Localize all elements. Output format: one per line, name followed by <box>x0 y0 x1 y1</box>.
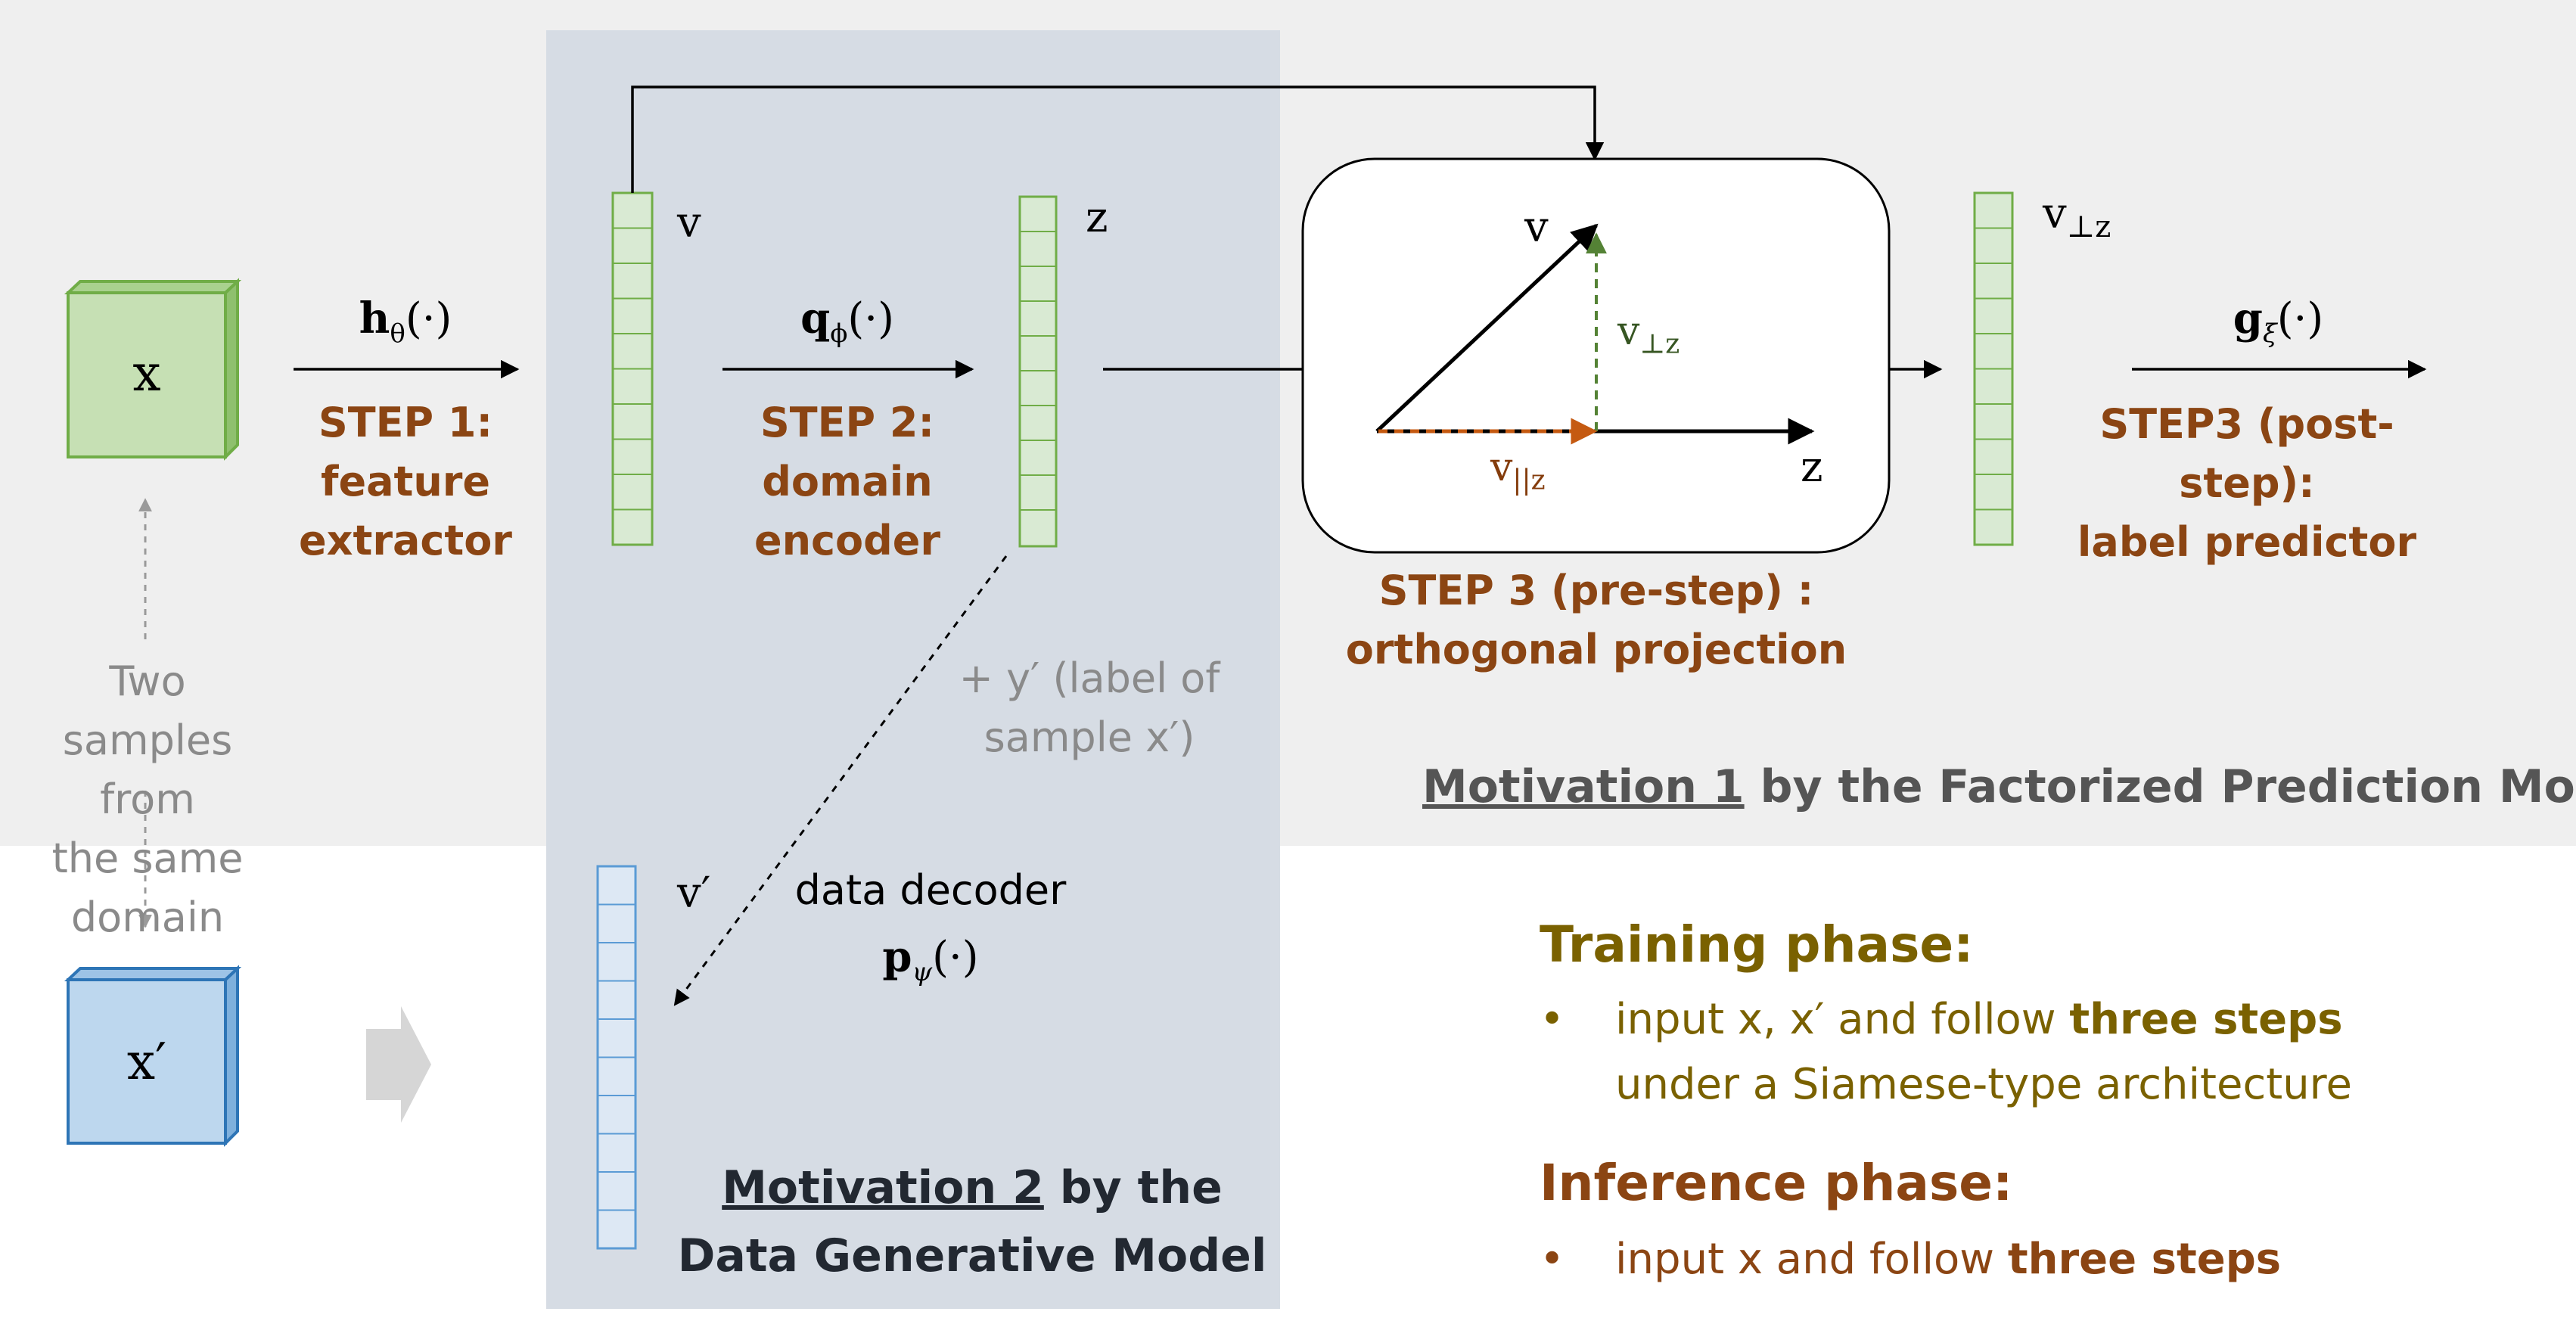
q-symbol: q <box>800 294 831 343</box>
x-input-label: x <box>132 344 161 402</box>
step1-label-line2: feature <box>320 458 491 505</box>
g-arg: (·) <box>2276 294 2324 343</box>
projection-perp-sub: ⊥z <box>1639 328 1680 360</box>
generative-model-panel <box>546 30 1280 1309</box>
top-region-background <box>0 0 2576 846</box>
v-perp-z-sub: ⊥z <box>2066 210 2111 245</box>
projection-parallel-sub: ||z <box>1512 465 1546 496</box>
y-prime-note: + y′ (label of sample x′) <box>938 649 1241 767</box>
training-phase-bullet: • input x, x′ and follow three steps unde… <box>1540 987 2553 1117</box>
inference-phase-bullet: • input x and follow three steps <box>1540 1227 2553 1292</box>
q-arg: (·) <box>847 294 894 343</box>
domain-encoder-function: qϕ(·) <box>722 294 972 349</box>
v-perp-z-v: v <box>2043 189 2067 238</box>
motivation2-underlined: Motivation 2 <box>722 1161 1044 1214</box>
projection-parallel-label: v||z <box>1490 445 1546 496</box>
step1-label-line1: STEP 1: <box>318 399 493 446</box>
step2-label-line1: STEP 2: <box>760 399 935 446</box>
feature-extractor-function: hθ(·) <box>294 294 517 349</box>
training-bullet-line1: • input x, x′ and follow three steps <box>1540 987 2553 1052</box>
training-line1-bold: three steps <box>2069 995 2343 1044</box>
step3-pre-label-line1: STEP 3 (pre-step) : <box>1378 567 1814 614</box>
training-phase-title: Training phase: <box>1540 915 1974 974</box>
training-line1-pre: input x, x′ and follow <box>1615 995 2070 1044</box>
y-prime-note-line1: + y′ (label of <box>959 654 1220 702</box>
step1-label-line3: extractor <box>299 517 512 564</box>
gray-block-arrow <box>366 1006 431 1123</box>
step3-post-label-line1: STEP3 (post-step): <box>2099 400 2394 507</box>
inference-line1-pre: input x and follow <box>1615 1235 2008 1284</box>
same-domain-note: Two samples from the same domain <box>23 652 272 947</box>
projection-v-arrow <box>1375 223 1599 433</box>
inference-line1-bold: three steps <box>2007 1235 2282 1284</box>
x-prime-input-label: x′ <box>126 1033 167 1091</box>
v-perp-z-vector-cells <box>1973 191 2014 546</box>
v-perp-z-vector-label: v⊥z <box>2043 189 2111 244</box>
same-domain-note-line2: the same domain <box>51 834 244 941</box>
z-vector-cells <box>1018 195 1058 548</box>
arrow-v-skip-to-projection <box>631 85 1605 193</box>
inference-bullet-dot: • <box>1540 1235 1565 1284</box>
phi-sub: ϕ <box>830 319 848 350</box>
v-vector-cells <box>611 191 654 546</box>
p-symbol: p <box>882 932 912 982</box>
g-symbol: g <box>2233 294 2263 343</box>
h-arg: (·) <box>405 294 452 343</box>
training-bullet-line2: under a Siamese-type architecture <box>1615 1060 2352 1109</box>
v-prime-vector-cells <box>596 865 637 1250</box>
projection-perp-label: v⊥z <box>1617 309 1680 359</box>
same-domain-note-line1: Two samples from <box>62 657 233 823</box>
xi-sub: ξ <box>2262 319 2277 350</box>
projection-box <box>1301 157 1891 554</box>
step3-post-label: STEP3 (post-step): label predictor <box>2035 395 2459 572</box>
motivation1-caption: Motivation 1 by the Factorized Predictio… <box>1422 760 2576 813</box>
projection-z-label: z <box>1801 443 1823 492</box>
step2-label: STEP 2: domain encoder <box>722 393 972 570</box>
motivation2-line1: Motivation 2 by the <box>666 1154 1279 1222</box>
step2-label-line3: encoder <box>754 517 941 564</box>
v-vector-label: v <box>677 198 701 247</box>
projection-perp-v: v <box>1617 309 1640 354</box>
v-prime-vector-label: v′ <box>677 869 711 918</box>
data-decoder-function: pψ(·) <box>779 932 1082 987</box>
projection-v-label: v <box>1524 203 1549 252</box>
theta-sub: θ <box>390 319 406 350</box>
p-arg: (·) <box>932 933 979 982</box>
step1-label: STEP 1: feature extractor <box>278 393 533 570</box>
x-prime-input-cube <box>64 965 242 1147</box>
h-symbol: h <box>359 294 390 343</box>
label-predictor-function: gξ(·) <box>2132 294 2425 349</box>
motivation2-rest: by the <box>1043 1161 1223 1214</box>
step2-label-line2: domain <box>762 458 933 505</box>
projection-parallel-v: v <box>1490 445 1513 490</box>
y-prime-note-line2: sample x′) <box>983 713 1195 761</box>
data-decoder-label: data decoder <box>794 866 1067 914</box>
motivation2-line2: Data Generative Model <box>677 1229 1267 1282</box>
motivation2-caption: Motivation 2 by the Data Generative Mode… <box>666 1154 1279 1290</box>
arrow-z-to-v-prime <box>673 555 1008 1006</box>
x-input-cube <box>64 278 242 461</box>
step3-pre-label-line2: orthogonal projection <box>1345 626 1847 673</box>
training-bullet-dot: • <box>1540 995 1565 1044</box>
motivation1-rest: by the Factorized Prediction Model <box>1744 760 2576 813</box>
inference-phase-title: Inference phase: <box>1540 1154 2013 1212</box>
psi-sub: ψ <box>912 957 933 988</box>
step3-post-label-line2: label predictor <box>2077 518 2417 566</box>
motivation1-underlined: Motivation 1 <box>1422 760 1745 813</box>
step3-pre-label: STEP 3 (pre-step) : orthogonal projectio… <box>1332 561 1861 679</box>
z-vector-label: z <box>1086 193 1108 242</box>
inference-bullet-line1: • input x and follow three steps <box>1540 1227 2553 1292</box>
